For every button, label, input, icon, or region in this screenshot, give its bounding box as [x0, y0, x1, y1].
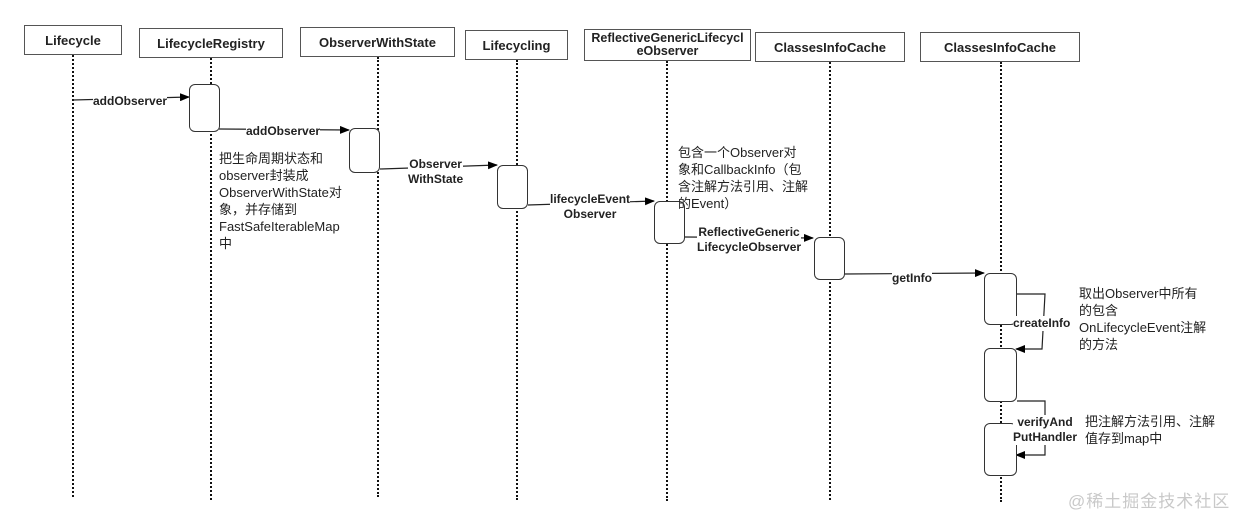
note-line: 象，并存储到: [219, 202, 298, 217]
note-line: OnLifecycleEvent注解: [1079, 320, 1207, 335]
note-line: FastSafeIterableMap: [219, 219, 340, 234]
participant-classes-info-cache-1: ClassesInfoCache: [755, 32, 905, 62]
label-line: Observer: [563, 207, 617, 221]
participant-lifecycle: Lifecycle: [24, 25, 122, 55]
label-line: LifecycleObserver: [697, 240, 802, 254]
label-line: verifyAnd: [1017, 415, 1073, 429]
activation-reflective: [654, 201, 685, 244]
participant-observer-with-state: ObserverWithState: [300, 27, 455, 57]
note-line: 把注解方法引用、注解: [1085, 414, 1216, 429]
note-line: 含注解方法引用、注解: [678, 179, 809, 194]
message-label-lifecycle-event-observer: lifecycleEvent Observer: [550, 192, 631, 222]
activation-registry: [189, 84, 220, 132]
note-registry: 把生命周期状态和 observer封装成 ObserverWithState对 …: [219, 150, 342, 252]
activation-cache-2-verify: [984, 423, 1017, 476]
note-line: 的包含: [1079, 303, 1119, 318]
note-line: ObserverWithState对: [219, 185, 342, 200]
label-line: PutHandler: [1013, 430, 1078, 444]
label-line: lifecycleEvent: [550, 192, 631, 206]
activation-cache-1: [814, 237, 845, 280]
message-label-verify-and-put-handler: verifyAnd PutHandler: [1013, 415, 1078, 445]
message-label-get-info: getInfo: [892, 271, 932, 286]
message-label-add-observer-2: addObserver: [246, 124, 321, 139]
activation-cache-2-getinfo: [984, 273, 1017, 325]
message-label-reflective-generic-lifecycle-observer: ReflectiveGeneric LifecycleObserver: [697, 225, 802, 255]
note-line: observer封装成: [219, 168, 309, 183]
note-line: 包含一个Observer对: [678, 145, 797, 160]
lifeline-lifecycle-registry: [210, 58, 212, 500]
note-create-info: 取出Observer中所有 的包含 OnLifecycleEvent注解 的方法: [1079, 285, 1206, 353]
activation-lifecycling: [497, 165, 528, 209]
watermark: @稀土掘金技术社区: [1068, 492, 1231, 511]
participant-classes-info-cache-2: ClassesInfoCache: [920, 32, 1080, 62]
lifeline-reflective: [666, 61, 668, 501]
lifeline-observer-with-state: [377, 57, 379, 497]
lifeline-lifecycling: [516, 60, 518, 500]
label-line: Observer: [409, 157, 462, 171]
note-line: 象和CallbackInfo（包: [678, 162, 802, 177]
note-line: 的方法: [1079, 337, 1119, 352]
lifeline-lifecycle: [72, 55, 74, 497]
note-reflective: 包含一个Observer对 象和CallbackInfo（包 含注解方法引用、注…: [678, 144, 808, 212]
message-label-create-info: createInfo: [1013, 316, 1071, 331]
label-line: ReflectiveGeneric: [698, 225, 800, 239]
note-line: 取出Observer中所有: [1079, 286, 1198, 301]
label-line: WithState: [408, 172, 464, 186]
participant-reflective-generic-lifecycle-observer: ReflectiveGenericLifecycleObserver: [584, 29, 751, 61]
note-line: 把生命周期状态和: [219, 151, 324, 166]
activation-observer-with-state: [349, 128, 380, 173]
note-verify: 把注解方法引用、注解 值存到map中: [1085, 413, 1215, 447]
lifeline-classes-info-cache-1: [829, 62, 831, 500]
message-label-observer-with-state: Observer WithState: [408, 157, 464, 187]
note-line: 值存到map中: [1085, 431, 1163, 446]
participant-lifecycling: Lifecycling: [465, 30, 568, 60]
message-label-add-observer-1: addObserver: [93, 94, 168, 109]
note-line: 的Event）: [678, 196, 738, 211]
note-line: 中: [219, 236, 233, 251]
participant-lifecycle-registry: LifecycleRegistry: [139, 28, 283, 58]
activation-cache-2-createinfo: [984, 348, 1017, 402]
